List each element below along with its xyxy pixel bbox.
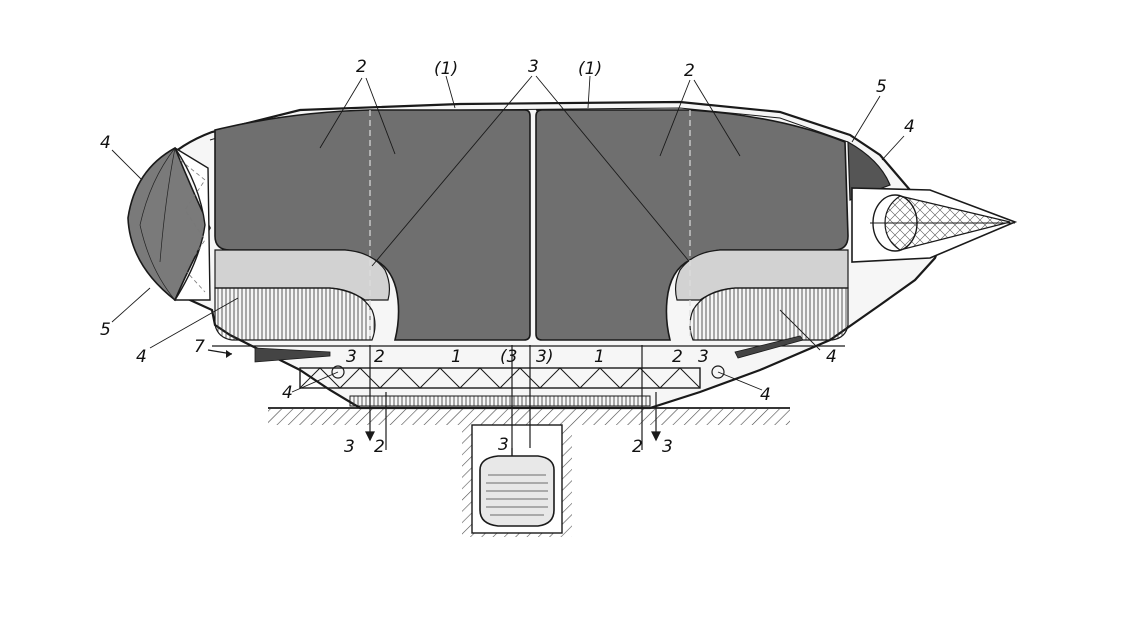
tail-cone: [847, 140, 1018, 263]
label-3-inner-right: 3: [698, 347, 709, 367]
label-3-top: 3: [528, 57, 539, 77]
label-4-left: 4: [100, 133, 111, 153]
label-4-lower-left: 4: [136, 347, 147, 367]
label-3-inner-left: 3: [346, 347, 357, 367]
flow-arrows: [207, 335, 804, 363]
label-1-inner-right: 1: [594, 347, 605, 367]
label-4-right: 4: [904, 117, 915, 137]
label-4-bottom-right: 4: [760, 385, 771, 405]
label-paren-3-right: 3): [536, 347, 553, 367]
label-3-pipe-left: 3: [344, 437, 355, 457]
label-7: 7: [194, 337, 205, 357]
label-2-inner-right: 2: [672, 347, 683, 367]
label-1-inner-left: 1: [451, 347, 462, 367]
label-4-lower-right: 4: [826, 347, 837, 367]
pipes: [365, 345, 661, 450]
label-2-top-right: 2: [684, 61, 695, 81]
lower-truss: [212, 345, 845, 407]
label-paren-1-right: (1): [578, 59, 602, 79]
gas-chamber-right: [535, 109, 849, 341]
label-5-left: 5: [100, 320, 111, 340]
label-5-right: 5: [876, 77, 887, 97]
label-2-pipe-right: 2: [632, 437, 643, 457]
leader-lines: [111, 75, 905, 393]
gas-chamber-left: [214, 109, 531, 341]
left-nose-dome: [127, 146, 211, 302]
storage-tank: [479, 448, 555, 527]
ground: [268, 407, 790, 425]
label-3-pipe-center: 3: [498, 435, 509, 455]
label-2-top-left: 2: [356, 57, 367, 77]
label-4-bottom-left: 4: [282, 383, 293, 403]
label-paren-3-left: (3: [500, 347, 517, 367]
label-2-pipe-left: 2: [374, 437, 385, 457]
callout-labels: 2 (1) 3 (1) 2 5 4 4 5 4 7 3 2 1 (3 3) 1 …: [100, 57, 915, 457]
label-paren-1-left: (1): [434, 59, 458, 79]
label-3-pipe-right: 3: [662, 437, 673, 457]
label-2-inner-left: 2: [374, 347, 385, 367]
